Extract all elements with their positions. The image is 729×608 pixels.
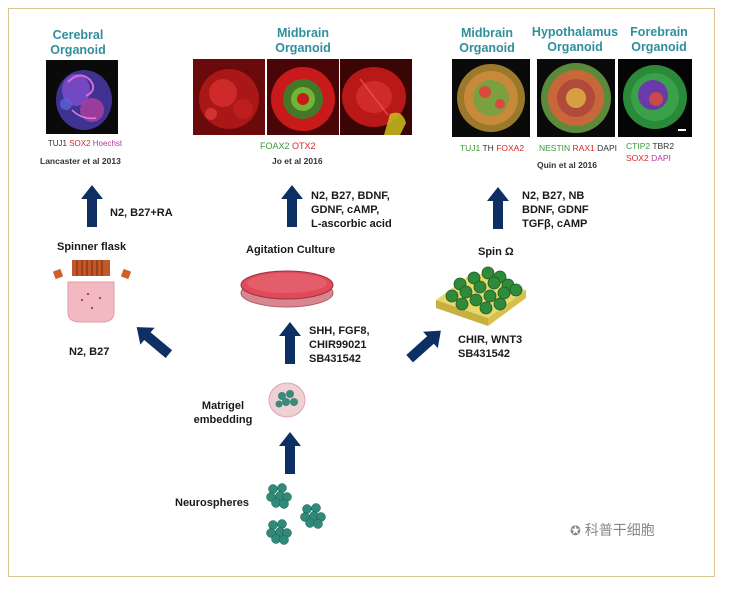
hypothalamus-micrograph bbox=[537, 59, 615, 137]
midbrain-jo-micrograph-1 bbox=[193, 59, 265, 135]
midbrain-jo-micrograph-2 bbox=[267, 59, 339, 135]
midbrain-jo-marker-legend: FOAX2 OTX2 bbox=[260, 141, 316, 151]
forebrain-marker-legend: CTIP2 TBR2 SOX2 DAPI bbox=[626, 141, 675, 163]
citation-quin: Quin et al 2016 bbox=[537, 160, 597, 170]
midbrain-quin-micrograph bbox=[452, 59, 530, 137]
citation-lancaster: Lancaster et al 2013 bbox=[40, 156, 121, 166]
citation-jo: Jo et al 2016 bbox=[272, 156, 323, 166]
cerebral-marker-legend: TUJ1 SOX2 Hoechst bbox=[47, 139, 123, 148]
wechat-icon: ✪ bbox=[570, 523, 581, 538]
forebrain-micrograph bbox=[618, 59, 692, 137]
agitation-culture-label: Agitation Culture bbox=[246, 244, 336, 256]
hypothalamus-marker-legend: NESTIN RAX1 DAPI bbox=[539, 143, 617, 153]
spin-omega-label: Spin Ω bbox=[478, 246, 514, 258]
spinner-flask-label: Spinner flask bbox=[57, 241, 127, 253]
cerebral-factors-top: N2, B27+RA bbox=[110, 207, 173, 219]
cerebral-organoid-micrograph bbox=[46, 60, 118, 134]
cerebral-factors-bottom: N2, B27 bbox=[69, 346, 110, 358]
midbrain-jo-micrograph-3 bbox=[340, 59, 412, 135]
neurospheres-label: Neurospheres bbox=[175, 497, 249, 509]
watermark: ✪ 科普干细胞 bbox=[570, 522, 655, 538]
jo-factors-top: N2, B27, BDNF,GDNF, cAMP,L-ascorbic acid bbox=[311, 190, 392, 230]
midbrain-quin-marker-legend: TUJ1 TH FOXA2 bbox=[459, 143, 525, 153]
